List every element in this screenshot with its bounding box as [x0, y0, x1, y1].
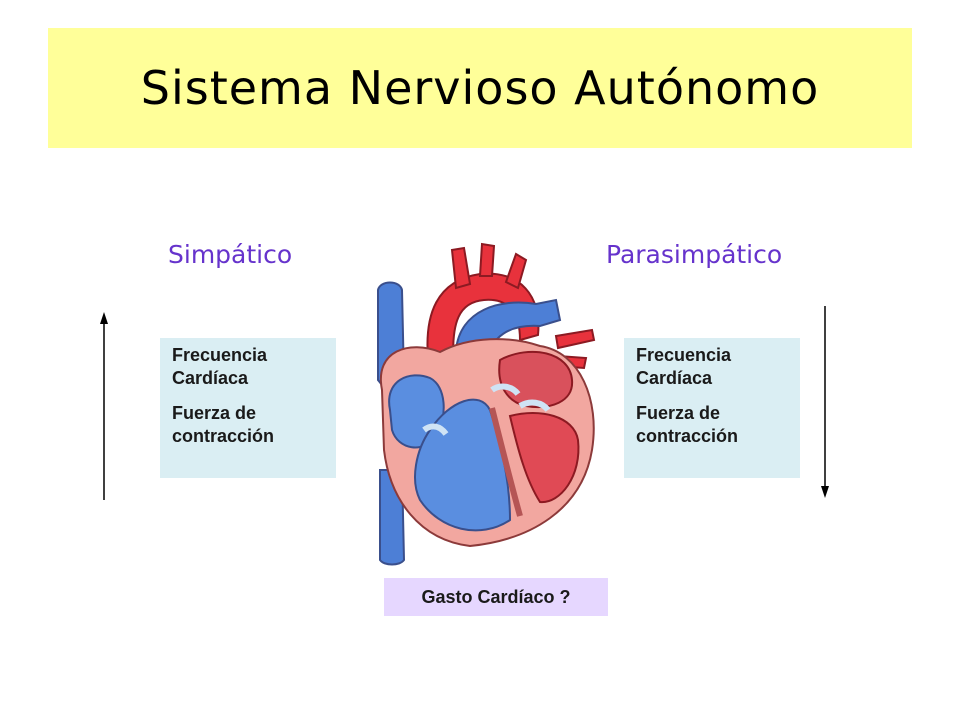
- cardiac-output-label: Gasto Cardíaco ?: [421, 586, 571, 607]
- decrease-arrow-icon: [821, 306, 829, 498]
- sympathetic-effects-box: Frecuencia Cardíaca Fuerza de contracció…: [160, 338, 336, 478]
- sympathetic-force-label-1: Fuerza de: [172, 403, 257, 423]
- cardiac-output-box: Gasto Cardíaco ?: [384, 578, 608, 616]
- parasympathetic-heading: Parasimpático: [606, 240, 783, 269]
- parasympathetic-force-label-2: contracción: [636, 426, 739, 446]
- parasympathetic-rate-label-2: Cardíaca: [636, 368, 713, 388]
- parasympathetic-force-label-1: Fuerza de: [636, 403, 721, 423]
- page-title: Sistema Nervioso Autónomo: [140, 61, 820, 115]
- parasympathetic-effects-box: Frecuencia Cardíaca Fuerza de contracció…: [624, 338, 800, 478]
- sympathetic-rate-label-2: Cardíaca: [172, 368, 249, 388]
- sympathetic-rate-label-1: Frecuencia: [172, 345, 268, 365]
- title-banner: Sistema Nervioso Autónomo: [48, 28, 912, 148]
- heart-illustration: [377, 242, 596, 566]
- sympathetic-force-label-2: contracción: [172, 426, 275, 446]
- parasympathetic-rate-label-1: Frecuencia: [636, 345, 732, 365]
- sympathetic-heading: Simpático: [168, 240, 293, 269]
- increase-arrow-icon: [100, 312, 108, 500]
